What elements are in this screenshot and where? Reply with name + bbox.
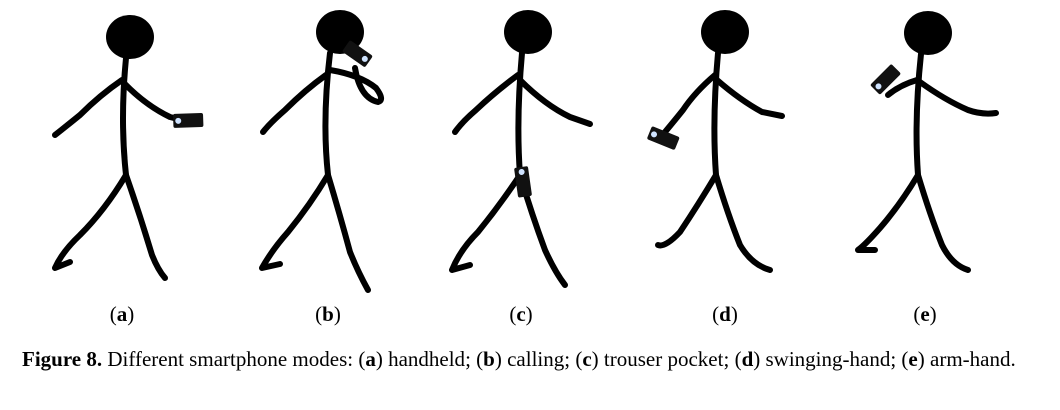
caption-label: Figure 8. xyxy=(22,347,103,371)
stick-figure-c xyxy=(449,10,593,288)
panel-label-e: (e) xyxy=(913,302,937,326)
stick-figure-a xyxy=(52,15,185,281)
panel-label-a: (a) xyxy=(109,302,135,326)
caption-intro: Different smartphone modes: xyxy=(107,347,354,371)
phone-icon-e xyxy=(870,64,901,95)
stick-figure-d xyxy=(655,10,785,273)
stick-figure-b xyxy=(259,10,384,293)
figure-panels xyxy=(52,10,999,293)
panel-label-d: (d) xyxy=(712,302,738,326)
phone-icon-b xyxy=(342,40,373,67)
stick-figure-e xyxy=(855,11,999,273)
panel-label-b: (b) xyxy=(315,302,341,326)
panel-label-c: (c) xyxy=(509,302,533,326)
phone-icon-a xyxy=(173,113,204,128)
figure-caption: Figure 8. Different smartphone modes: (a… xyxy=(22,347,1016,371)
phone-icon-d xyxy=(647,126,680,150)
phone-icon-c xyxy=(514,166,532,198)
